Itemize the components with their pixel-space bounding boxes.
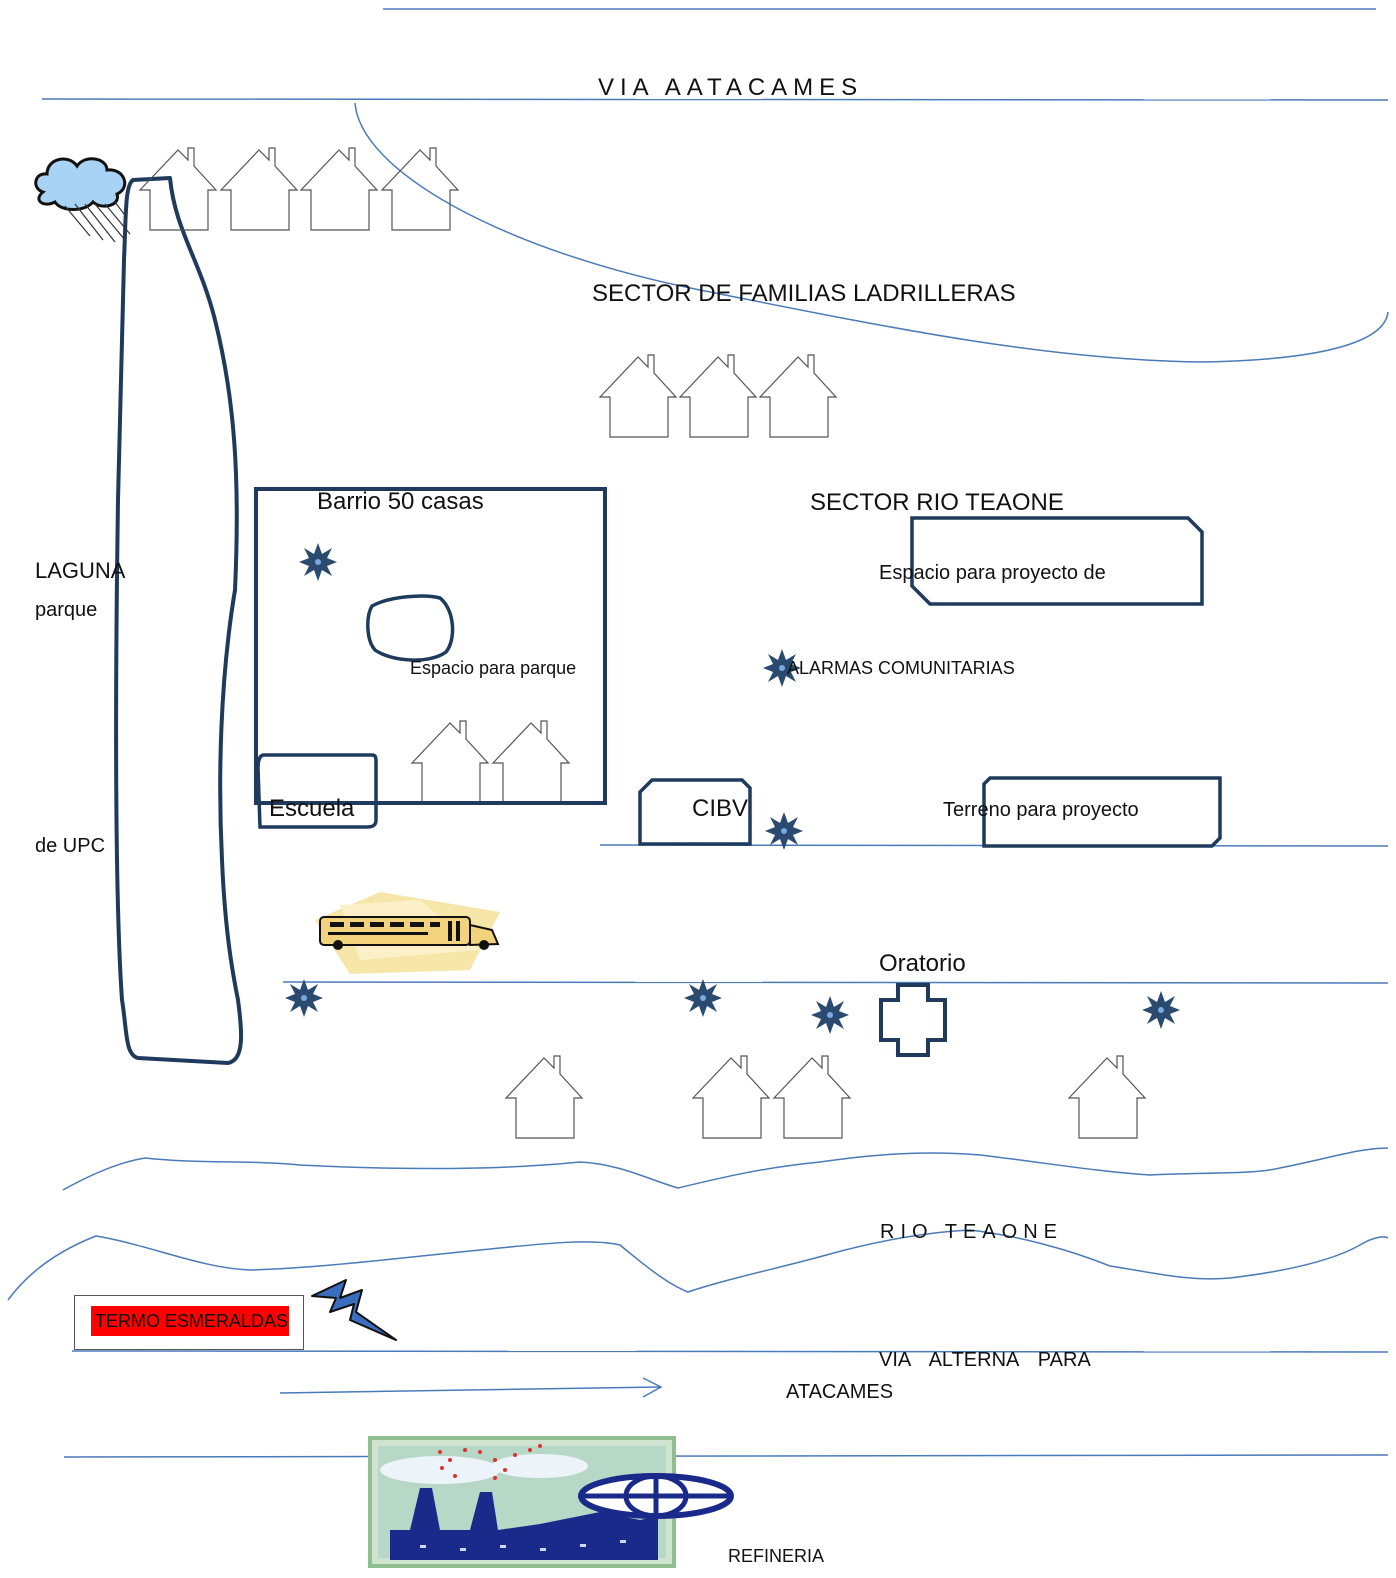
house-icon [773, 1055, 851, 1139]
terreno-label: Terreno para proyecto [943, 799, 1139, 821]
oratorio-label: Oratorio [879, 950, 966, 977]
cibv-label: CIBV [692, 795, 749, 822]
cibv-box [638, 778, 752, 846]
roads [41, 8, 1389, 1458]
de-upc-label: de UPC [35, 835, 106, 857]
laguna-shape [114, 176, 244, 1065]
barrio-label: Barrio 50 casas [317, 488, 484, 515]
sector-rio-label: SECTOR RIO TEAONE [810, 489, 1064, 516]
parque-label: parque [35, 599, 98, 621]
termo-esmeraldas-label: TERMO ESMERALDAS [91, 1306, 289, 1336]
house-icon [679, 354, 757, 438]
oratorio-cross-icon [879, 983, 947, 1057]
house-icon [759, 354, 837, 438]
parque-space-shape [366, 594, 455, 662]
house-icon [599, 354, 677, 438]
escuela-label: Escuela [269, 795, 355, 822]
house-icon [411, 720, 489, 804]
house-icon [381, 147, 459, 231]
alarm-star-icon [811, 996, 849, 1034]
terreno-box [982, 776, 1222, 848]
via-alterna-label: VIA ALTERNA PARA [879, 1349, 1091, 1371]
house-icon [505, 1055, 583, 1139]
sector-ladrilleras-label: SECTOR DE FAMILIAS LADRILLERAS [592, 280, 1016, 307]
alarm-star-icon [684, 979, 722, 1017]
barrio-boundary [254, 487, 607, 805]
rio-teaone-label: RIO TEAONE [880, 1221, 1063, 1243]
arrow-icon [279, 1377, 663, 1398]
river-lower-bank [7, 1229, 1389, 1301]
road-via-atacames [41, 98, 1389, 101]
house-icon [492, 720, 570, 804]
school-bus-icon [315, 892, 500, 974]
road-oratorio [282, 981, 1389, 984]
river-upper-bank [62, 1147, 1389, 1191]
globe-icon [578, 1473, 734, 1519]
ladrilleras-boundary [354, 102, 1389, 363]
house-icon [1068, 1055, 1146, 1139]
proyecto-space-box [910, 516, 1204, 606]
alarm-star-icon [1142, 991, 1180, 1029]
espacio-parque-label: Espacio para parque [410, 658, 577, 678]
alarm-star-icon [765, 812, 803, 850]
espacio-proyecto-label: Espacio para proyecto de [879, 562, 1106, 584]
house-icon [692, 1055, 770, 1139]
alarm-star-icon [285, 979, 323, 1017]
house-icon [300, 147, 378, 231]
escuela-box [256, 753, 378, 829]
via-atacames-label: VIA AATACAMES [598, 74, 864, 101]
lightning-icon [311, 1279, 397, 1341]
road-via-alterna [71, 1350, 1389, 1353]
termo-esmeraldas-box: TERMO ESMERALDAS [74, 1295, 304, 1350]
house-icon [220, 147, 298, 231]
refineria-label: REFINERIA [728, 1546, 825, 1566]
atacames-label: ATACAMES [786, 1381, 894, 1403]
road-bottom [63, 1454, 1389, 1458]
refinery-factory-icon [368, 1436, 676, 1568]
storm-cloud-icon [34, 157, 131, 243]
alarm-star-icon [299, 543, 337, 581]
alarmas-label: ALARMAS COMUNITARIAS [787, 658, 1015, 678]
laguna-label: LAGUNA [35, 558, 126, 583]
